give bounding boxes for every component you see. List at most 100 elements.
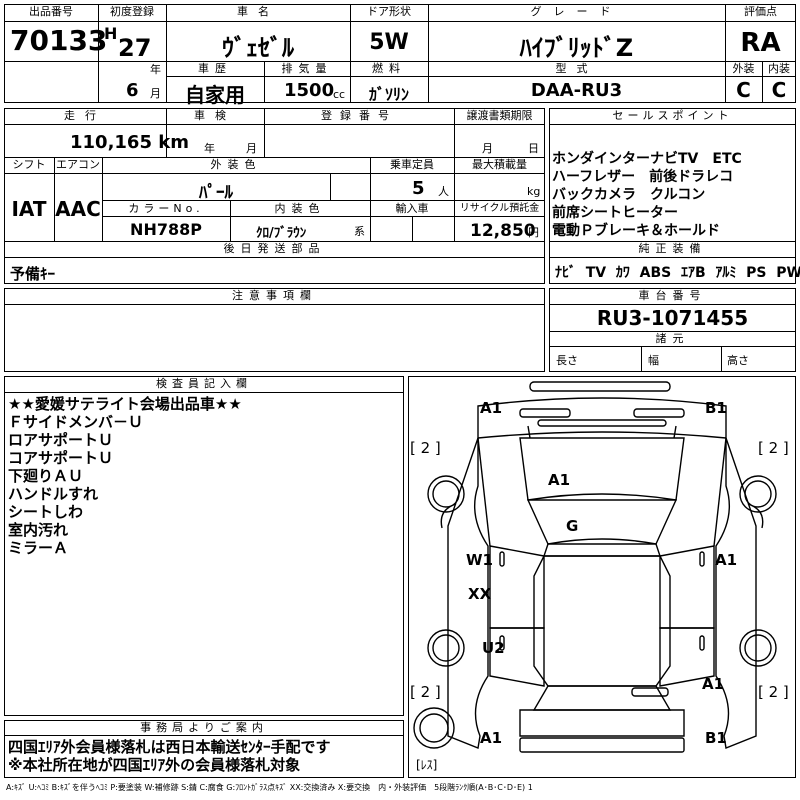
reg-month: 6 bbox=[126, 80, 139, 101]
note-line: ★★愛媛サテライト会場出品車★★ bbox=[8, 395, 242, 413]
exterior-label: 外装 bbox=[732, 62, 755, 75]
ext-color: ﾊﾟｰﾙ bbox=[199, 183, 233, 203]
door-label: ドア形状 bbox=[367, 5, 411, 18]
ac: AAC bbox=[55, 197, 101, 221]
note-line: ミラーＡ bbox=[8, 539, 69, 557]
mark-top-left: A1 bbox=[480, 399, 503, 417]
note-line: 下廻りＡＵ bbox=[8, 467, 84, 485]
office-line: 四国ｴﾘｱ外会員様落札は西日本輸送ｾﾝﾀｰ手配です bbox=[8, 738, 331, 756]
lot-no-label: 出品番号 bbox=[29, 5, 73, 18]
note-line: ハンドルすれ bbox=[8, 485, 99, 503]
equip-item: ﾅﾋﾞ bbox=[555, 265, 576, 281]
grade: ﾊｲﾌﾞﾘｯﾄﾞZ bbox=[519, 34, 634, 62]
office-line: ※本社所在地が四国ｴﾘｱ外の会員様落札対象 bbox=[8, 756, 301, 774]
shift-label: シフト bbox=[12, 158, 46, 171]
model-label: 型式 bbox=[555, 62, 598, 75]
displacement-label: 排気量 bbox=[281, 62, 333, 75]
history-label: 車歴 bbox=[198, 62, 232, 75]
sales-line: 電動Ｐブレーキ＆ホールド bbox=[552, 223, 720, 239]
mark-top-right: B1 bbox=[705, 399, 727, 417]
import-label: 輸入車 bbox=[395, 202, 429, 215]
mark-bottom-left: A1 bbox=[480, 729, 503, 747]
lot-no: 70133 bbox=[10, 24, 108, 57]
max-load-label: 最大積載量 bbox=[472, 158, 527, 171]
fuel: ｶﾞｿﾘﾝ bbox=[368, 85, 409, 104]
exterior-grade: C bbox=[736, 78, 751, 102]
insp-year-unit: 年 bbox=[204, 142, 215, 155]
mark-left-mid: W1 bbox=[466, 551, 493, 569]
equip-list: ﾅﾋﾞ TV ｶﾜ ABS ｴｱB ｱﾙﾐ PS PW bbox=[555, 262, 800, 282]
score: RA bbox=[740, 28, 781, 58]
tire-front-right: [ 2 ] bbox=[758, 439, 789, 457]
ac-label: エアコン bbox=[56, 158, 100, 171]
chassis-label: 車台番号 bbox=[638, 289, 707, 302]
model: DAA-RU3 bbox=[530, 80, 623, 101]
equip-item: ABS bbox=[639, 265, 672, 281]
era: H bbox=[104, 24, 118, 43]
equip-item: ｴｱB bbox=[680, 265, 706, 281]
sales-point-lines: ホンダインターナビTV ETC ハーフレザー 前後ドラレコ バックカメラ クルコ… bbox=[552, 150, 742, 240]
mark-left-rear: XX bbox=[468, 585, 492, 603]
sales-point-label: セールスポイント bbox=[612, 109, 733, 122]
insp-month-unit: 月 bbox=[246, 142, 257, 155]
equip-item: ｱﾙﾐ bbox=[715, 265, 737, 281]
later-parts: 予備ｷｰ bbox=[10, 265, 56, 283]
inspector-notes: ★★愛媛サテライト会場出品車★★ Ｆサイドメンバ－Ｕ ロアサポートＵ コアサポー… bbox=[8, 395, 242, 557]
recycle-amount: 12,850 bbox=[470, 221, 536, 241]
fuel-label: 燃料 bbox=[372, 62, 406, 75]
office-block bbox=[4, 720, 404, 778]
mark-right-wheel: A1 bbox=[702, 675, 725, 693]
mark-left-wheel: U2 bbox=[482, 639, 505, 657]
car-outline-diagram bbox=[413, 381, 777, 753]
tire-front-left: [ 2 ] bbox=[410, 439, 441, 457]
ext-color-label: 外装色 bbox=[210, 158, 262, 171]
header-block bbox=[4, 4, 796, 103]
int-color-label: 内装色 bbox=[274, 202, 326, 215]
tire-rear-left: [ 2 ] bbox=[410, 683, 441, 701]
equip-item: PS bbox=[746, 265, 767, 281]
mark-right-mid: A1 bbox=[715, 551, 738, 569]
caution-block bbox=[4, 288, 545, 372]
equip-label: 純正装備 bbox=[638, 242, 707, 255]
chassis-block bbox=[549, 288, 796, 372]
width-label: 幅 bbox=[648, 354, 659, 367]
interior-label: 内装 bbox=[768, 62, 790, 75]
capacity: 5 bbox=[412, 178, 425, 199]
note-line: シートしわ bbox=[8, 503, 84, 521]
history: 自家用 bbox=[185, 83, 245, 107]
office-label: 事務局よりご案内 bbox=[140, 721, 268, 734]
equip-item: TV bbox=[585, 265, 607, 281]
legend: A:ｷｽﾞ U:ﾍｺﾐ B:ｷｽﾞを伴うﾍｺﾐ P:要塗装 W:補修跡 S:錆 … bbox=[6, 783, 533, 792]
caution-label: 注意事項欄 bbox=[232, 289, 317, 302]
displacement: 1500 bbox=[284, 80, 335, 101]
diagram-block bbox=[408, 376, 796, 778]
equip-item: PW bbox=[776, 265, 800, 281]
inspector-label: 検査員記入欄 bbox=[156, 377, 252, 390]
note-line: ロアサポートＵ bbox=[8, 431, 114, 449]
equip-item: ｶﾜ bbox=[615, 265, 630, 281]
note-line: コアサポートＵ bbox=[8, 449, 114, 467]
mileage: 110,165 km bbox=[70, 132, 189, 153]
sales-line: バックカメラ クルコン bbox=[552, 187, 706, 203]
later-parts-label: 後日発送部品 bbox=[223, 242, 326, 255]
year-unit: 年 bbox=[150, 63, 161, 76]
length-label: 長さ bbox=[556, 354, 578, 367]
color-no-label: カラーNo. bbox=[128, 202, 204, 215]
capacity-label: 乗車定員 bbox=[390, 158, 434, 171]
chassis-number: RU3-1071455 bbox=[596, 306, 749, 330]
score-label: 評価点 bbox=[744, 5, 777, 18]
car-name-label: 車名 bbox=[237, 5, 279, 18]
sales-line: ハーフレザー 前後ドラレコ bbox=[552, 169, 734, 185]
height-label: 高さ bbox=[727, 354, 749, 367]
sales-line: ホンダインターナビTV ETC bbox=[552, 151, 742, 167]
displacement-unit: cc bbox=[333, 88, 346, 101]
int-color-unit: 系 bbox=[354, 225, 365, 238]
door: 5W bbox=[369, 30, 409, 55]
first-reg-label: 初度登録 bbox=[110, 5, 154, 18]
recycle-unit: 円 bbox=[528, 226, 539, 239]
mileage-label: 走行 bbox=[64, 109, 106, 122]
recycle-label: リサイクル預託金 bbox=[459, 203, 540, 214]
sales-line: 前席シートヒーター bbox=[552, 205, 678, 221]
spare-tire-label: [ﾚｽ] bbox=[416, 758, 438, 772]
car-name: ｳﾞｪｾﾞﾙ bbox=[222, 34, 294, 62]
